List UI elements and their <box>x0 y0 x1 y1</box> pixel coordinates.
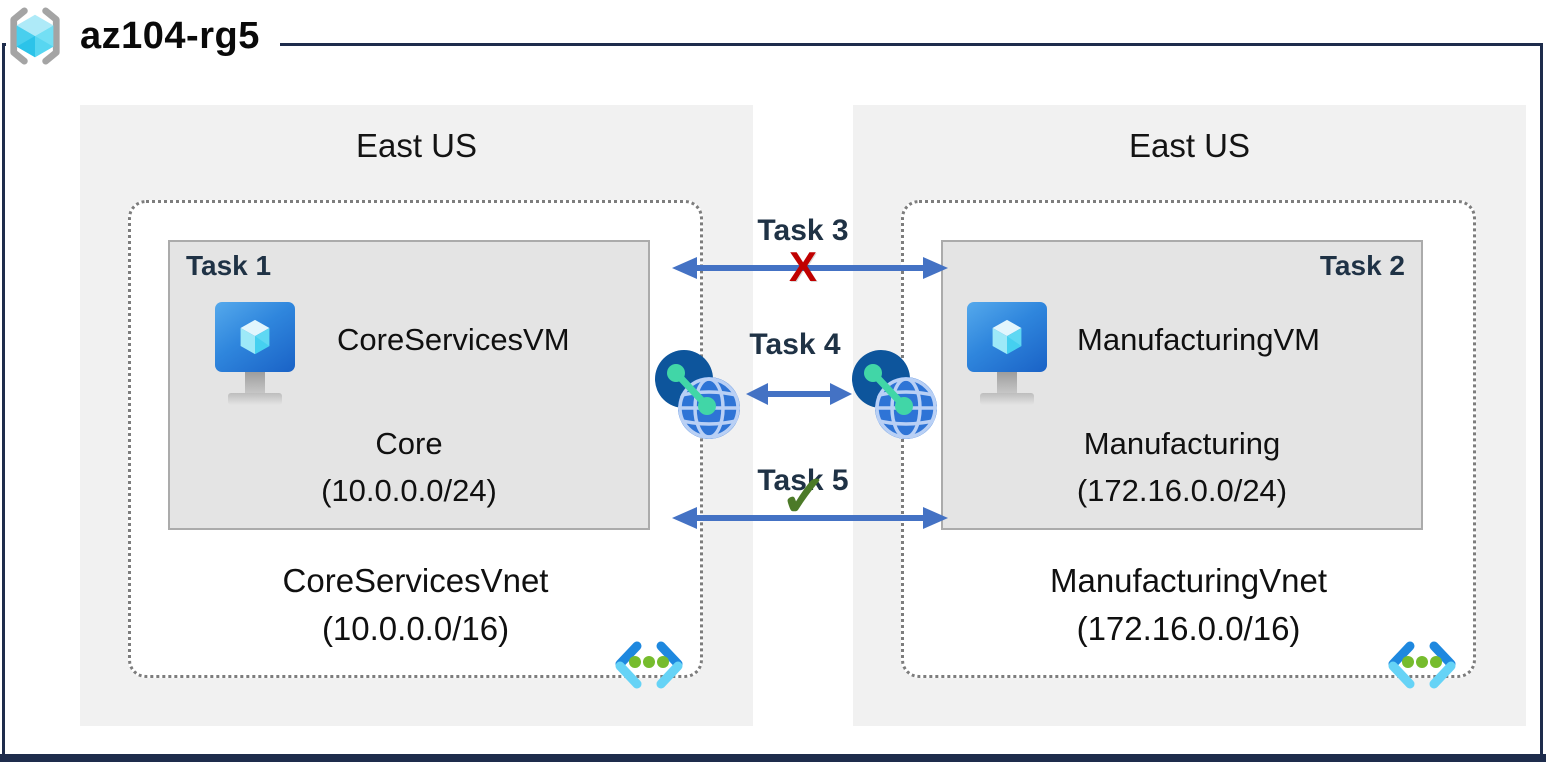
vnet-coreservices: Task 1 Co <box>128 200 703 689</box>
vnet-label: CoreServicesVnet (10.0.0.0/16) <box>131 557 700 653</box>
vm-cube-icon <box>992 319 1022 355</box>
task4-arrow <box>746 383 852 405</box>
region-title: East US <box>1128 127 1251 164</box>
vm-cube-icon <box>240 319 270 355</box>
virtual-network-icon <box>1388 641 1456 689</box>
vnet-name: ManufacturingVnet <box>1049 562 1327 600</box>
region-title: East US <box>355 127 478 164</box>
vm-stand-neck <box>997 372 1017 394</box>
task4-label: Task 4 <box>749 328 841 361</box>
vm-stand-base <box>980 393 1034 405</box>
vnet-manufacturing: Task 2 Ma <box>901 200 1476 689</box>
subnet-core: Task 1 Co <box>168 240 650 530</box>
task5-arrow <box>672 507 948 529</box>
task3-arrow <box>672 257 948 279</box>
vm-name: ManufacturingVM <box>1077 322 1320 357</box>
vm-stand-base <box>228 393 282 405</box>
subnet-name: Manufacturing <box>1083 426 1281 461</box>
vm-row: ManufacturingVM <box>967 302 1320 405</box>
task1-label: Task 1 <box>186 250 272 281</box>
region-east-us-left: East US Task 1 <box>80 105 753 726</box>
task3-label: Task 3 <box>757 214 849 247</box>
subnet-label: Core (10.0.0.0/24) <box>170 421 648 514</box>
region-east-us-right: East US Task 2 <box>853 105 1526 726</box>
bottom-accent-bar <box>0 754 1546 762</box>
vm-screen <box>215 302 295 372</box>
virtual-machine-icon <box>215 302 295 405</box>
resource-group-title: az104-rg5 <box>80 14 260 57</box>
vm-name: CoreServicesVM <box>337 322 570 357</box>
virtual-network-icon <box>615 641 683 689</box>
subnet-label: Manufacturing (172.16.0.0/24) <box>943 421 1421 514</box>
task2-label: Task 2 <box>1319 250 1405 281</box>
vm-row: CoreServicesVM <box>215 302 570 405</box>
subnet-cidr: (172.16.0.0/24) <box>1076 472 1288 508</box>
vnet-name: CoreServicesVnet <box>282 562 549 600</box>
resource-group-icon <box>10 7 60 65</box>
subnet-name: Core <box>375 426 443 461</box>
network-peering-icon-left <box>655 350 740 439</box>
vnet-label: ManufacturingVnet (172.16.0.0/16) <box>904 557 1473 653</box>
network-peering-icon-right <box>852 350 937 439</box>
vnet-cidr: (10.0.0.0/16) <box>321 610 510 648</box>
resource-group-legend: az104-rg5 <box>6 6 280 70</box>
subnet-cidr: (10.0.0.0/24) <box>321 472 497 508</box>
virtual-machine-icon <box>967 302 1047 405</box>
vm-screen <box>967 302 1047 372</box>
subnet-manufacturing: Task 2 Ma <box>941 240 1423 530</box>
vm-stand-neck <box>245 372 265 394</box>
vnet-cidr: (172.16.0.0/16) <box>1076 610 1301 648</box>
task5-label: Task 5 <box>757 464 849 497</box>
allowed-check-marker: ✓ <box>779 464 829 529</box>
blocked-x-marker: X <box>788 243 817 290</box>
